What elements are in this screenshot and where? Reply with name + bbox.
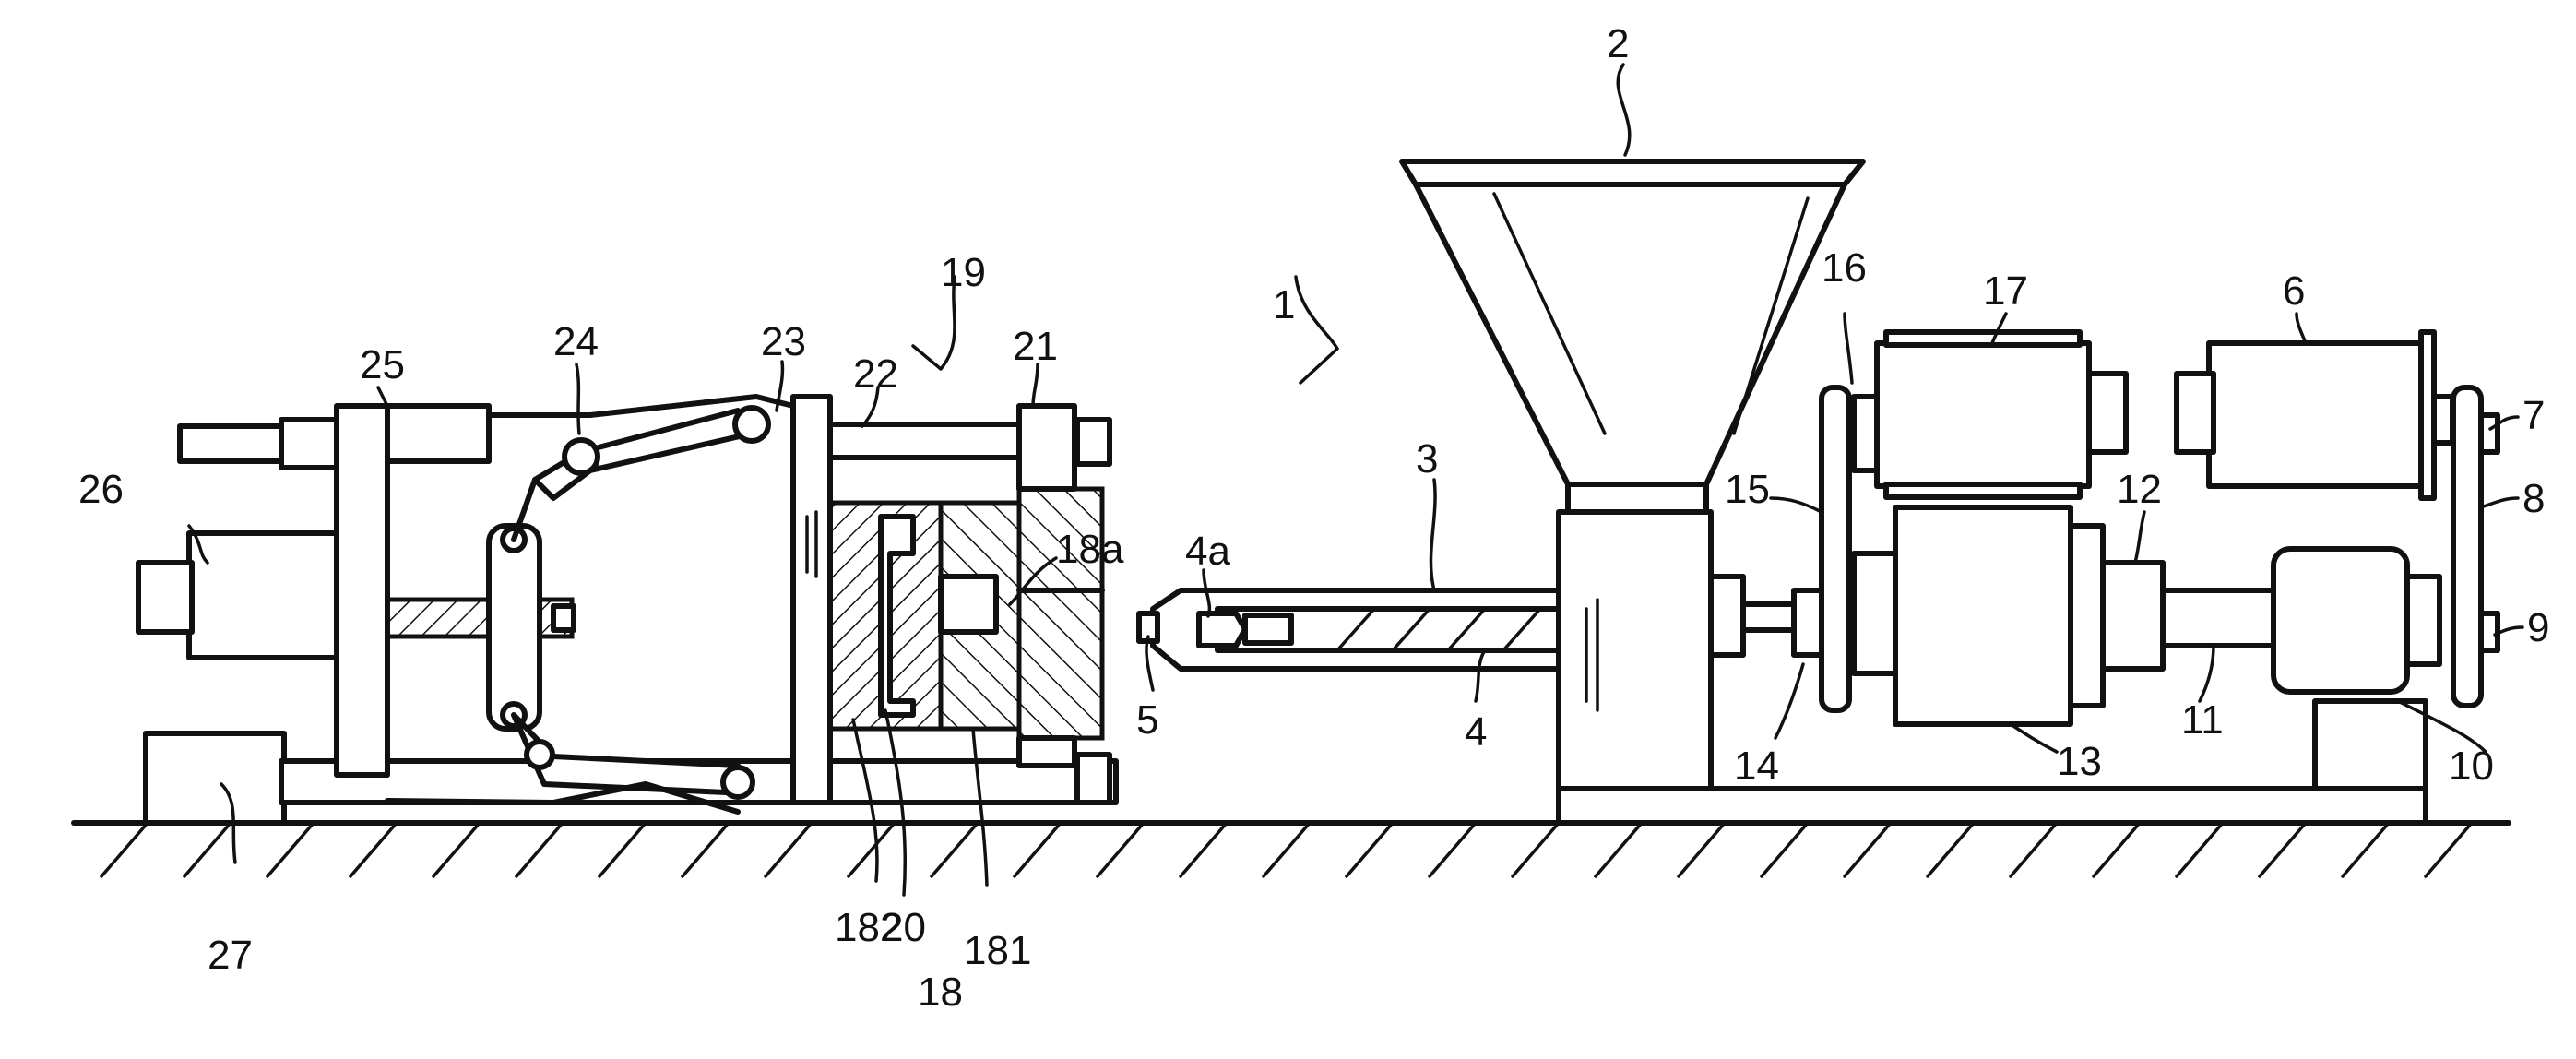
label-12: 12 xyxy=(2117,467,2162,512)
label-1: 1 xyxy=(1273,282,1295,327)
label-4a: 4a xyxy=(1185,529,1230,574)
label-22: 22 xyxy=(853,351,898,397)
label-5: 5 xyxy=(1136,697,1158,743)
injection-unit xyxy=(1136,159,2500,826)
label-18: 18 xyxy=(918,970,963,1015)
label-19: 19 xyxy=(941,250,986,295)
label-23: 23 xyxy=(761,319,806,364)
label-15: 15 xyxy=(1725,467,1770,512)
label-182: 182 xyxy=(835,905,902,950)
label-2: 2 xyxy=(1607,21,1629,66)
label-8: 8 xyxy=(2523,476,2545,521)
label-27: 27 xyxy=(208,933,253,978)
leader-lines xyxy=(187,63,2524,897)
label-17: 17 xyxy=(1983,268,2028,314)
label-13: 13 xyxy=(2057,739,2102,784)
label-24: 24 xyxy=(553,319,599,364)
label-18a: 18a xyxy=(1056,527,1124,572)
label-3: 3 xyxy=(1416,436,1438,482)
label-21: 21 xyxy=(1013,324,1058,369)
labels: 2 1 19 3 4a 4 5 18a 182 20 18 181 27 26 … xyxy=(78,21,2549,1015)
clamping-unit xyxy=(136,394,1119,826)
label-16: 16 xyxy=(1822,245,1867,291)
ground xyxy=(71,820,2511,878)
label-26: 26 xyxy=(78,467,124,512)
label-7: 7 xyxy=(2523,393,2545,438)
label-14: 14 xyxy=(1734,744,1779,789)
label-20: 20 xyxy=(881,905,926,950)
label-25: 25 xyxy=(360,342,405,387)
label-9: 9 xyxy=(2527,605,2549,650)
label-4: 4 xyxy=(1465,709,1487,755)
label-11: 11 xyxy=(2181,697,2224,743)
label-181: 181 xyxy=(964,928,1031,973)
label-6: 6 xyxy=(2283,268,2305,314)
label-10: 10 xyxy=(2449,744,2494,789)
